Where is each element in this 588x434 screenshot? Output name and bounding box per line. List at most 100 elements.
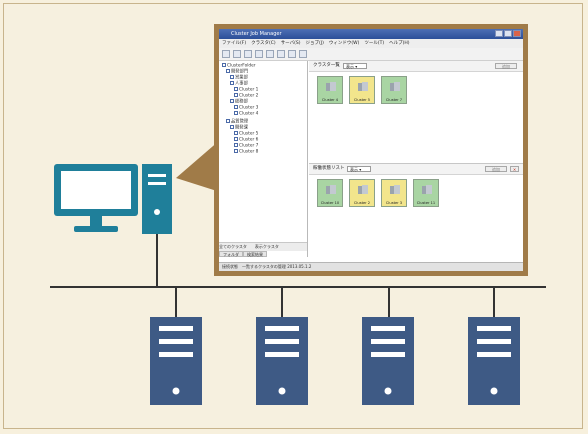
server-group-icon (358, 185, 368, 194)
menu-tools[interactable]: ツール(T) (364, 41, 385, 46)
cluster-card[interactable]: Cluster 7 (381, 76, 407, 104)
tree-footer: 全てのクラスタ 表示クラスタ (219, 242, 307, 251)
tree-node-label: Cluster 1 (239, 87, 259, 93)
menu-job[interactable]: ジョブ(J) (305, 41, 324, 46)
window-titlebar: Cluster Job Manager (219, 29, 523, 39)
add-button[interactable]: 追加 (495, 63, 517, 69)
server-drop-line-1 (175, 287, 177, 317)
tree-node[interactable]: Cluster 1 (234, 87, 258, 93)
tree-node[interactable]: 総務部 (230, 99, 248, 105)
server-tower-icon (468, 317, 520, 405)
minimize-button[interactable] (495, 30, 503, 37)
open-icon[interactable] (233, 50, 241, 58)
cluster-card[interactable]: Cluster 5 (349, 76, 375, 104)
menu-server[interactable]: サーバ(S) (280, 41, 301, 46)
cluster-card[interactable]: Cluster 11 (413, 179, 439, 207)
panel-header: 稼働状態リスト 表示 ▾ 追加 ✕ (309, 164, 523, 175)
tree-node[interactable]: Cluster 6 (234, 137, 258, 143)
network-backbone (50, 286, 546, 288)
menu-file[interactable]: ファイル(F) (222, 41, 247, 46)
view-dropdown[interactable]: 表示 ▾ (347, 166, 371, 172)
delete-icon[interactable] (288, 50, 296, 58)
add-button[interactable]: 追加 (485, 166, 507, 172)
tree-node-label: ClusterFolder (227, 63, 256, 69)
tree-node-label: 営業部 (235, 75, 248, 81)
tree-node[interactable]: Cluster 8 (234, 149, 258, 155)
tree-node[interactable]: ClusterFolder (222, 63, 256, 69)
status-list-panel: 稼働状態リスト 表示 ▾ 追加 ✕ Cluster 10 Cluster 2 C… (309, 163, 523, 260)
cluster-list-panel: クラスタ一覧 表示 ▾ 追加 Cluster 4 Cluster 5 Clust… (309, 61, 523, 157)
server-drop-line-4 (493, 287, 495, 317)
server-drop-line-3 (388, 287, 390, 317)
maximize-button[interactable] (504, 30, 512, 37)
refresh-icon[interactable] (255, 50, 263, 58)
tree-node[interactable]: Cluster 7 (234, 143, 258, 149)
menu-cluster[interactable]: クラスタ(C) (251, 41, 276, 46)
tree-node[interactable]: 開発課 (230, 125, 248, 131)
server-group-icon (326, 82, 336, 91)
tree-node-label: 開発部門 (231, 69, 249, 75)
cluster-tree: ClusterFolder 開発部門 営業部 人事部 Cluster 1 Clu… (219, 61, 308, 257)
tree-node-label: Cluster 7 (239, 143, 259, 149)
tree-node[interactable]: 開発部門 (226, 69, 248, 75)
cluster-card[interactable]: Cluster 3 (381, 179, 407, 207)
menu-help[interactable]: ヘルプ(H) (389, 41, 410, 46)
app-window: Cluster Job Manager ファイル(F) クラスタ(C) サーバ(… (219, 29, 523, 271)
save-icon[interactable] (244, 50, 252, 58)
tab-search-results[interactable]: 検索結果 (243, 251, 267, 257)
menu-bar: ファイル(F) クラスタ(C) サーバ(S) ジョブ(J) ウィンドウ(W) ツ… (219, 39, 523, 48)
tree-node[interactable]: 品質管理 (226, 119, 248, 125)
new-icon[interactable] (222, 50, 230, 58)
tree-node[interactable]: Cluster 4 (234, 111, 258, 117)
server-tower-icon (150, 317, 202, 405)
server-group-icon (358, 82, 368, 91)
cluster-icon (234, 137, 238, 141)
dropdown-value: 表示 (350, 167, 358, 172)
close-button[interactable] (513, 30, 521, 37)
cluster-icon (234, 87, 238, 91)
folder-icon (226, 69, 230, 73)
cluster-icon (234, 149, 238, 153)
tree-node-label: 人事部 (235, 81, 248, 87)
tree-node-label: Cluster 6 (239, 137, 259, 143)
card-caption: Cluster 7 (385, 98, 403, 102)
server-group-icon (422, 185, 432, 194)
callout-pointer (176, 140, 220, 192)
tree-node[interactable]: Cluster 5 (234, 131, 258, 137)
tree-node-label: Cluster 3 (239, 105, 259, 111)
folder-icon (230, 81, 234, 85)
paste-icon[interactable] (277, 50, 285, 58)
view-dropdown[interactable]: 表示 ▾ (343, 63, 367, 69)
card-caption: Cluster 5 (353, 98, 371, 102)
menu-window[interactable]: ウィンドウ(W) (328, 41, 360, 46)
window-title: Cluster Job Manager (231, 31, 282, 37)
cluster-icon (234, 93, 238, 97)
server-tower-icon (256, 317, 308, 405)
tree-node[interactable]: Cluster 3 (234, 105, 258, 111)
properties-icon[interactable] (299, 50, 307, 58)
cluster-icon (234, 105, 238, 109)
tree-node[interactable]: 営業部 (230, 75, 248, 81)
close-icon[interactable]: ✕ (510, 166, 519, 172)
server-group-icon (326, 185, 336, 194)
folder-icon (226, 119, 230, 123)
dropdown-value: 表示 (346, 64, 354, 69)
cluster-card[interactable]: Cluster 4 (317, 76, 343, 104)
cluster-icon (234, 131, 238, 135)
folder-icon (230, 125, 234, 129)
cluster-card[interactable]: Cluster 2 (349, 179, 375, 207)
tree-node-label: 開発課 (235, 125, 248, 131)
cluster-card[interactable]: Cluster 10 (317, 179, 343, 207)
tree-node[interactable]: Cluster 2 (234, 93, 258, 99)
folder-icon (230, 99, 234, 103)
tree-node[interactable]: 人事部 (230, 81, 248, 87)
tab-folder[interactable]: フォルダ (219, 251, 243, 257)
card-caption: Cluster 3 (385, 201, 403, 205)
app-screenshot-callout: Cluster Job Manager ファイル(F) クラスタ(C) サーバ(… (214, 24, 528, 276)
client-drop-line (156, 232, 158, 287)
cluster-icon (234, 111, 238, 115)
tree-node-label: Cluster 5 (239, 131, 259, 137)
copy-icon[interactable] (266, 50, 274, 58)
server-group-icon (390, 82, 400, 91)
